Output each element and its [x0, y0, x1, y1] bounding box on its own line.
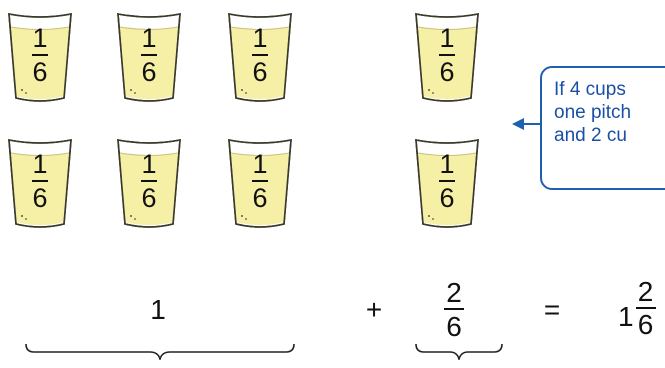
cup-numerator: 1 [439, 149, 455, 179]
whole-one: 1 [150, 294, 166, 325]
brace-left [25, 343, 295, 360]
cup-icon [415, 13, 479, 102]
callout-line-2: one pitch [554, 102, 632, 123]
plus-sign: + [365, 294, 383, 325]
fraction-numerator: 2 [446, 277, 462, 308]
cup-numerator: 1 [439, 23, 455, 53]
cup-denominator: 6 [252, 183, 268, 213]
callout-line-3: and 2 cu [554, 125, 627, 146]
mixed-denominator: 6 [637, 309, 654, 340]
fraction-denominator: 6 [446, 311, 462, 342]
cup-icon [8, 13, 72, 102]
cup-fraction-bar [252, 180, 268, 182]
cup-fraction-bar [32, 54, 48, 56]
cup-numerator: 1 [32, 149, 48, 179]
cup-fraction-bar [141, 180, 157, 182]
cup-icon [117, 13, 181, 102]
mixed-number-result: 1 2 6 [618, 276, 656, 340]
cup-denominator: 6 [439, 57, 455, 87]
mixed-fraction: 2 6 [635, 276, 656, 340]
cup-denominator: 6 [439, 183, 455, 213]
cup-numerator: 1 [252, 23, 268, 53]
cup-fraction-bar [141, 54, 157, 56]
mixed-numerator: 2 [637, 276, 654, 307]
cup-fraction-bar [439, 180, 455, 182]
mixed-whole: 1 [618, 300, 634, 332]
fraction-two-sixths: 2 6 [444, 277, 464, 342]
cup-icon [8, 139, 72, 228]
cup-icon [228, 13, 292, 102]
callout-box: If 4 cups one pitch and 2 cu [540, 66, 665, 190]
cup-numerator: 1 [32, 23, 48, 53]
cup-icon [415, 139, 479, 228]
cup-denominator: 6 [141, 57, 157, 87]
cup-denominator: 6 [252, 57, 268, 87]
cup-numerator: 1 [141, 23, 157, 53]
fraction-bar [444, 308, 464, 310]
cup-numerator: 1 [141, 149, 157, 179]
cup-icon [117, 139, 181, 228]
cup-fraction-bar [32, 180, 48, 182]
brace-right [415, 343, 503, 360]
cup-denominator: 6 [32, 57, 48, 87]
cup-denominator: 6 [141, 183, 157, 213]
cup-denominator: 6 [32, 183, 48, 213]
cup-icon [228, 139, 292, 228]
equals-sign: = [543, 294, 561, 325]
callout-line-1: If 4 cups [554, 79, 626, 100]
cup-fraction-bar [439, 54, 455, 56]
mixed-fraction-bar [635, 307, 656, 309]
cup-numerator: 1 [252, 149, 268, 179]
cup-fraction-bar [252, 54, 268, 56]
